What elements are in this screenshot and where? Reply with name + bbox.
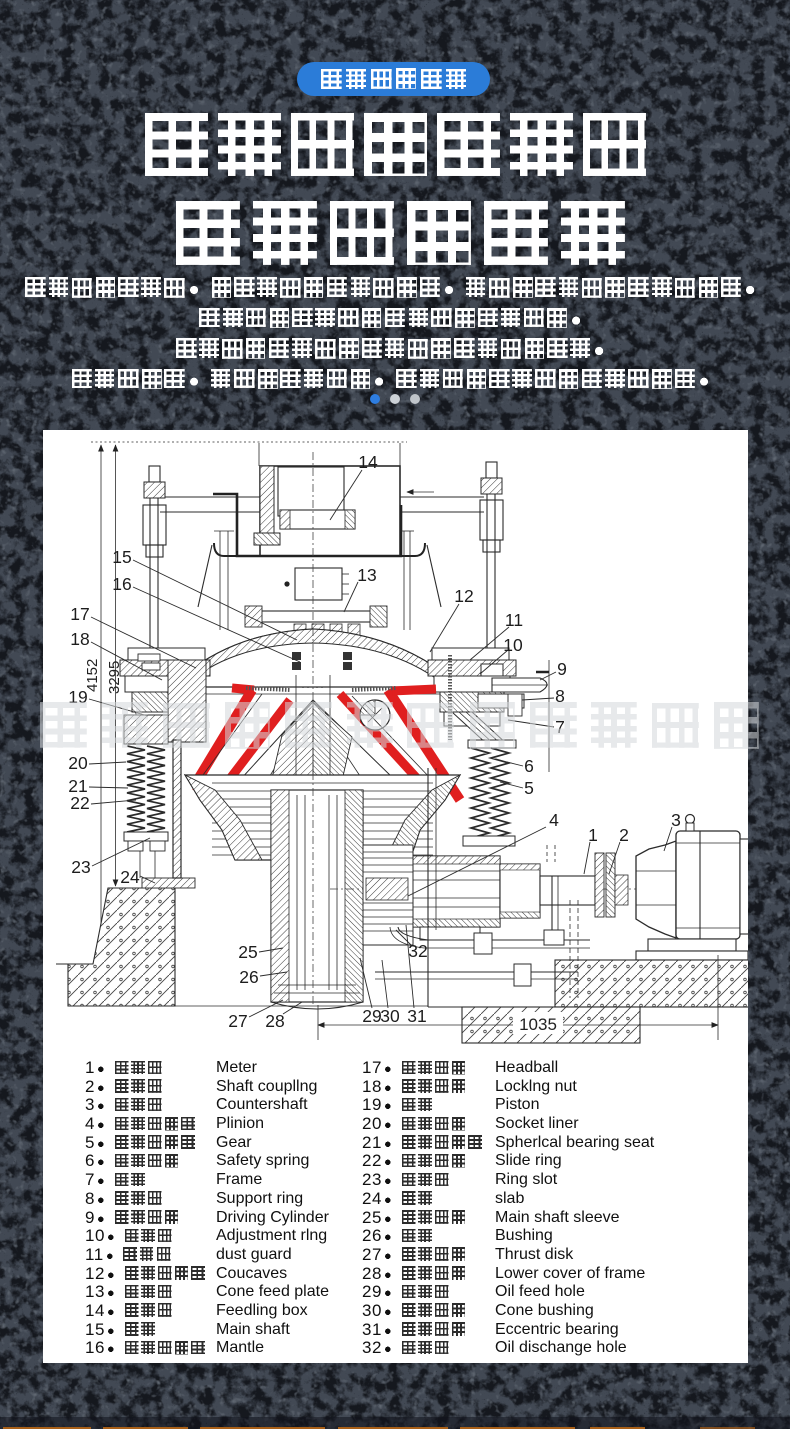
- svg-text:1035: 1035: [519, 1015, 557, 1034]
- svg-text:8: 8: [555, 686, 565, 706]
- svg-text:14: 14: [358, 452, 378, 472]
- svg-text:22: 22: [70, 793, 89, 813]
- svg-text:13: 13: [357, 565, 376, 585]
- svg-text:11: 11: [505, 610, 523, 630]
- svg-text:4152: 4152: [84, 659, 101, 692]
- svg-text:29: 29: [362, 1006, 381, 1026]
- svg-text:20: 20: [68, 753, 88, 773]
- svg-text:15: 15: [112, 547, 131, 567]
- svg-text:18: 18: [70, 629, 89, 649]
- svg-text:32: 32: [408, 941, 427, 961]
- svg-text:17: 17: [70, 604, 89, 624]
- svg-text:3295: 3295: [106, 661, 123, 694]
- svg-text:25: 25: [238, 942, 257, 962]
- svg-text:12: 12: [454, 586, 473, 606]
- svg-text:27: 27: [228, 1011, 247, 1031]
- svg-text:16: 16: [112, 574, 131, 594]
- svg-text:26: 26: [239, 967, 258, 987]
- svg-text:2: 2: [619, 825, 629, 845]
- svg-text:1: 1: [588, 825, 598, 845]
- svg-text:5: 5: [524, 778, 534, 798]
- svg-text:21: 21: [68, 776, 87, 796]
- svg-text:24: 24: [120, 867, 140, 887]
- svg-text:4: 4: [549, 810, 559, 830]
- svg-text:31: 31: [407, 1006, 426, 1026]
- svg-text:6: 6: [524, 756, 534, 776]
- svg-text:3: 3: [671, 810, 681, 830]
- svg-text:28: 28: [265, 1011, 284, 1031]
- svg-text:30: 30: [380, 1006, 400, 1026]
- svg-text:10: 10: [503, 635, 523, 655]
- svg-text:9: 9: [557, 659, 567, 679]
- svg-text:23: 23: [71, 857, 90, 877]
